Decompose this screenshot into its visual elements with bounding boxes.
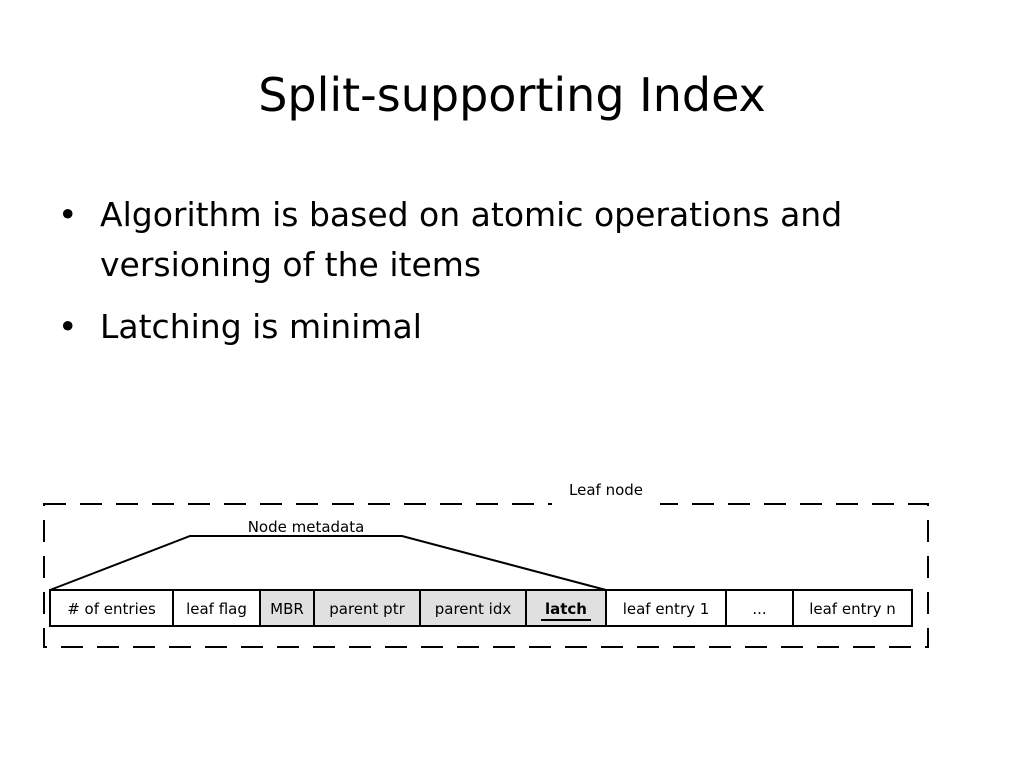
cell-box [792,589,913,627]
bullet-item: • Latching is minimal [58,302,958,352]
cell-label: leaf flag [186,600,247,618]
bullet-dot-icon: • [58,195,78,234]
cell-label: latch [545,600,587,618]
leaf-node-label: Leaf node [569,481,643,499]
node-metadata-label: Node metadata [248,518,365,536]
slide-title: Split-supporting Index [258,68,766,122]
bullet-text: Algorithm is based on atomic operations … [100,195,843,284]
bullet-list: • Algorithm is based on atomic operation… [58,190,958,364]
cell-label: MBR [270,600,304,618]
cell-label: leaf entry n [809,600,896,618]
cell-label: leaf entry 1 [623,600,710,618]
bullet-item: • Algorithm is based on atomic operation… [58,190,958,290]
cell-label: parent idx [435,600,512,618]
cell-box [313,589,421,627]
node-metadata-bracket [49,535,607,591]
cell-box [605,589,727,627]
cell-box [259,589,315,627]
leaf-node-diagram: Leaf node Node metadata # of entries leaf… [43,478,929,648]
leaf-node-frame [43,503,929,648]
bullet-text: Latching is minimal [100,307,422,346]
bullet-dot-icon: • [58,307,78,346]
cell-label: # of entries [67,600,156,618]
cell-box [172,589,261,627]
cell-label: ... [752,600,766,618]
cell-label: parent ptr [329,600,405,618]
leaf-node-label-bg [552,478,660,514]
cell-box [49,589,174,627]
leaf-node-cells: # of entries leaf flag MBR parent ptr parent… [49,589,913,627]
